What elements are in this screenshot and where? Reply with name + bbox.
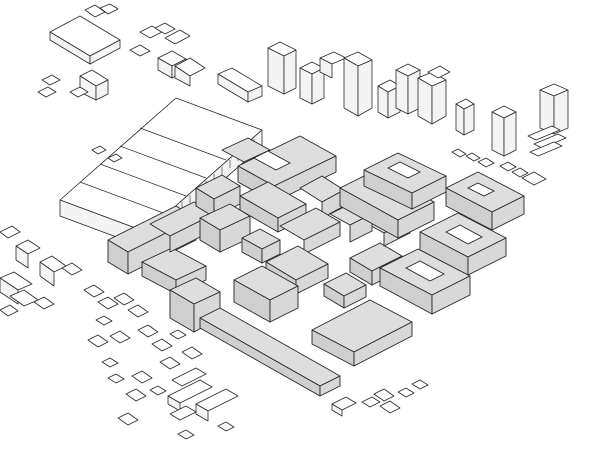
context-towers-east xyxy=(451,83,569,186)
context-towers-north xyxy=(267,41,475,136)
context-buildings-southwest xyxy=(0,225,239,440)
proposed-massing xyxy=(107,135,525,397)
context-buildings-northwest xyxy=(37,3,263,103)
context-buildings-southeast xyxy=(331,379,429,417)
